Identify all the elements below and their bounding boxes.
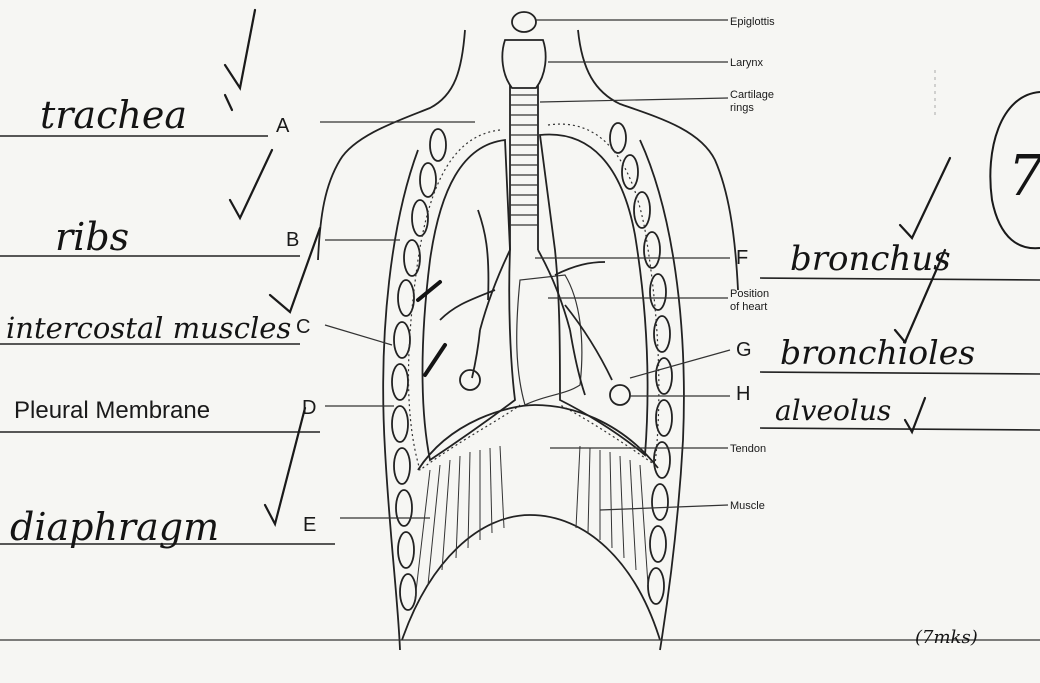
answer-b: ribs bbox=[55, 215, 129, 259]
label-tendon: Tendon bbox=[730, 443, 766, 455]
tick-8 bbox=[905, 398, 925, 432]
answer-c: intercostal muscles bbox=[6, 311, 291, 345]
answer-g: bronchioles bbox=[780, 333, 975, 372]
tick-1 bbox=[225, 10, 255, 88]
tick-2 bbox=[230, 150, 272, 218]
label-muscle: Muscle bbox=[730, 500, 765, 512]
letter-f: F bbox=[736, 247, 748, 269]
alveolus-left bbox=[460, 370, 480, 390]
answer-e: diaphragm bbox=[10, 505, 219, 549]
letter-e: E bbox=[303, 514, 316, 536]
label-epiglottis: Epiglottis bbox=[730, 16, 775, 28]
answer-f: bronchus bbox=[790, 239, 951, 279]
tick-3 bbox=[225, 95, 232, 110]
label-cartilage: Cartilage bbox=[730, 89, 774, 101]
label-position: Position bbox=[730, 288, 769, 300]
bronchi bbox=[440, 210, 612, 395]
letter-g: G bbox=[736, 339, 752, 361]
answer-a: trachea bbox=[40, 93, 187, 137]
body-outline-right bbox=[578, 30, 738, 290]
diaphragm-muscle-fibres bbox=[415, 446, 648, 600]
marks-label: (7mks) bbox=[915, 627, 978, 648]
ribs-right bbox=[610, 123, 672, 604]
larynx bbox=[502, 40, 545, 88]
trachea bbox=[510, 85, 538, 250]
letter-c: C bbox=[296, 316, 310, 338]
answer-h: alveolus bbox=[775, 394, 891, 427]
letter-b: B bbox=[286, 229, 299, 251]
label-larynx: Larynx bbox=[730, 57, 764, 69]
letter-h: H bbox=[736, 383, 750, 405]
tick-5 bbox=[265, 408, 305, 524]
body-outline-left bbox=[318, 30, 465, 260]
letter-a: A bbox=[276, 115, 290, 137]
tick-6 bbox=[900, 158, 950, 238]
alveolus-right bbox=[610, 385, 630, 405]
label-of-heart: of heart bbox=[730, 301, 767, 313]
ribs-left bbox=[392, 129, 446, 610]
epiglottis bbox=[512, 12, 536, 32]
label-rings: rings bbox=[730, 102, 754, 114]
diaphragm-lower bbox=[402, 515, 660, 640]
score-value: 7 bbox=[1008, 144, 1040, 209]
answer-d: Pleural Membrane bbox=[14, 397, 210, 424]
